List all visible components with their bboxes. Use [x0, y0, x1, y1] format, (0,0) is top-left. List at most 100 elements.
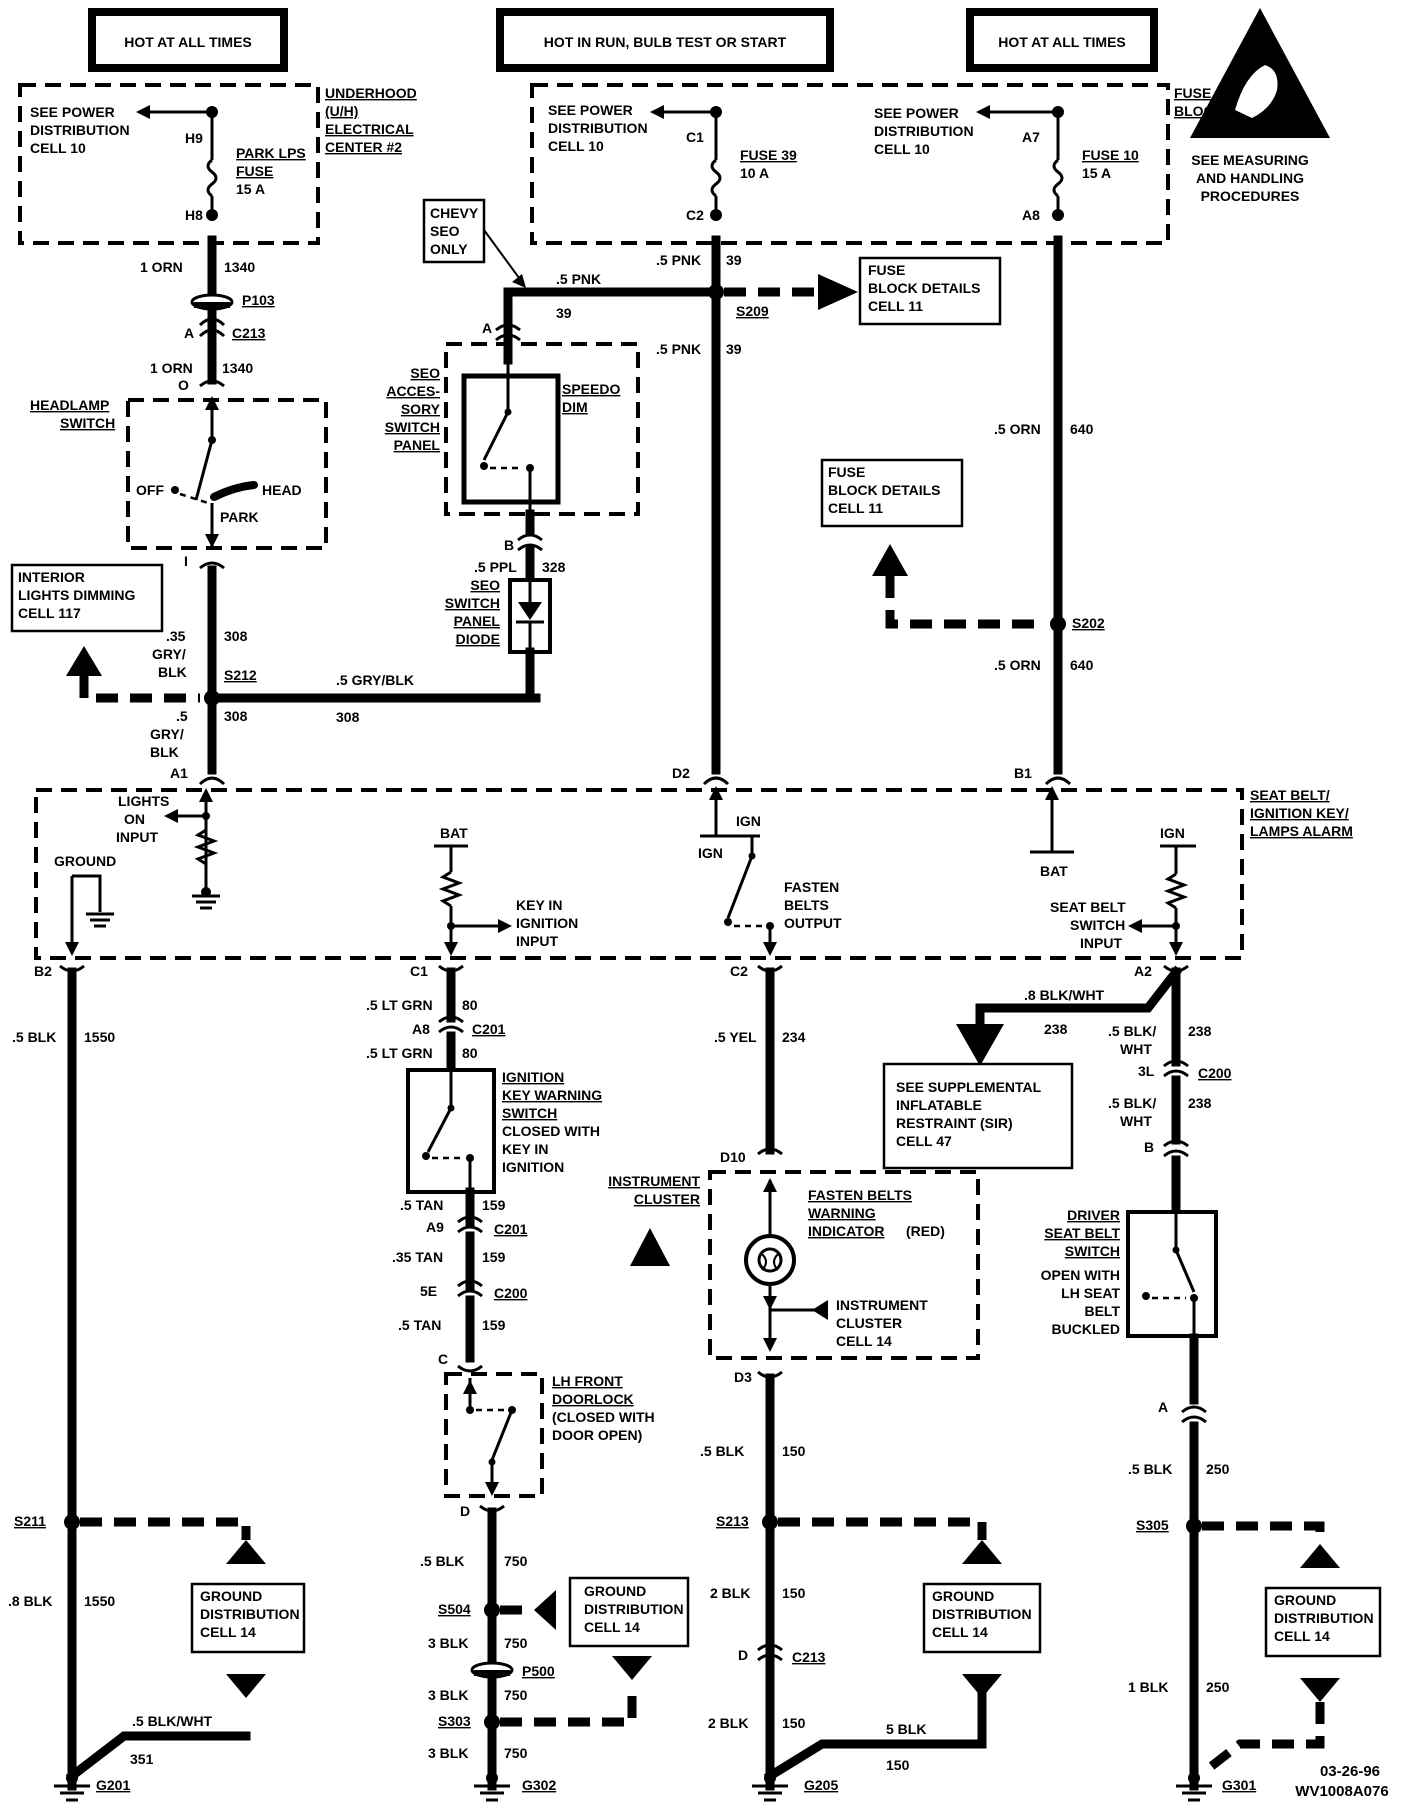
uh-label-4: CENTER #2 [325, 139, 402, 155]
park-lps-fuse-label-3: 15 A [236, 181, 265, 197]
fuse-10-rating: 15 A [1082, 165, 1111, 181]
uh-label-3: ELECTRICAL [325, 121, 414, 137]
warn-label-1: FASTEN BELTS [808, 1187, 912, 1203]
wire-1340-color-a: 1 ORN [140, 259, 183, 275]
header-hot-in-run [496, 8, 834, 72]
wire-150-color-b: 2 BLK [710, 1585, 750, 1601]
ic14-line-3: CELL 14 [836, 1333, 892, 1349]
wire-150-color-c: 2 BLK [708, 1715, 748, 1731]
fasten-out-label-2: BELTS [784, 897, 829, 913]
interior-dimming-2: LIGHTS DIMMING [18, 587, 136, 603]
seo-panel-label-1: SEO [410, 365, 440, 381]
g205-label: G205 [804, 1777, 838, 1793]
seatbelt-in-label-3: INPUT [1080, 935, 1122, 951]
f39-see-3: CELL 10 [548, 138, 604, 154]
headlamp-off-label: OFF [136, 482, 164, 498]
ground-icon [752, 1784, 788, 1802]
esd-note-line-3: PROCEDURES [1201, 188, 1300, 204]
right-arrow-icon [818, 274, 858, 310]
ground-distribution-box-1 [190, 1582, 306, 1654]
uh-pin-h9: H9 [185, 130, 203, 146]
fasten-out-label-3: OUTPUT [784, 915, 842, 931]
wire-308-color-c1: GRY/ [150, 726, 184, 742]
gnd3-line-1: GROUND [932, 1588, 994, 1604]
wire-750-color-c: 3 BLK [428, 1687, 468, 1703]
s504-label: S504 [438, 1601, 471, 1617]
ign-note-1: CLOSED WITH [502, 1123, 600, 1139]
fb-details-1-line-2: BLOCK DETAILS [868, 280, 981, 296]
headlamp-label-1: HEADLAMP [30, 397, 109, 413]
lh-front-doorlock-box [444, 1372, 544, 1498]
resistor-icon [1163, 872, 1189, 910]
pin-c: C [438, 1351, 448, 1367]
pin-a9: A9 [426, 1219, 444, 1235]
f39-see-2: DISTRIBUTION [548, 120, 648, 136]
headlamp-park-label: PARK [220, 509, 259, 525]
driver-seat-belt-switch [1126, 1210, 1218, 1338]
wire-80-num-b: 80 [462, 1045, 478, 1061]
fuse-block-box [530, 83, 1170, 245]
wire-308-num-b: 308 [336, 709, 360, 725]
wire-328-num: 328 [542, 559, 566, 575]
s211-label: S211 [14, 1513, 46, 1529]
ground-icon [192, 894, 220, 910]
fuse-block-label-1: FUSE [1174, 85, 1211, 101]
wire-150-num-b: 150 [782, 1585, 806, 1601]
fb-pin-c1: C1 [686, 129, 704, 145]
fb-pin-a8: A8 [1022, 207, 1040, 223]
pin-b-driver: B [1144, 1139, 1154, 1155]
c200-label-a: C200 [494, 1285, 528, 1301]
wire-1340-num-a: 1340 [224, 259, 255, 275]
wire-250-num-a: 250 [1206, 1461, 1230, 1477]
speedo-label-1: SPEEDO [562, 381, 620, 397]
g201-label: G201 [96, 1777, 130, 1793]
wire-159-num-c: 159 [482, 1317, 506, 1333]
ic14-line-1: INSTRUMENT [836, 1297, 928, 1313]
ground-icon [1176, 1784, 1212, 1802]
gnd4-line-2: DISTRIBUTION [1274, 1610, 1374, 1626]
p103-label: P103 [242, 292, 275, 308]
fuse-39-label: FUSE 39 [740, 147, 797, 163]
wire-238-num-b: 238 [1188, 1023, 1212, 1039]
down-arrow-icon [956, 1024, 1004, 1066]
wire-308-color-c2: BLK [150, 744, 179, 760]
down-arrow-icon [962, 1674, 1002, 1698]
driver-note-1: OPEN WITH [1041, 1267, 1120, 1283]
pin-d10: D10 [720, 1149, 746, 1165]
driver-note-2: LH SEAT [1061, 1285, 1120, 1301]
wire-308-num-c: 308 [224, 708, 248, 724]
underhood-electrical-center-box [18, 83, 320, 245]
up-arrow-icon [872, 544, 908, 576]
wire-159-color-c: .5 TAN [398, 1317, 441, 1333]
bat-label-1: BAT [440, 825, 468, 841]
wire-150-num-c: 150 [782, 1715, 806, 1731]
module-pin-b2: B2 [34, 963, 52, 979]
wire-351-color: .5 BLK/WHT [132, 1713, 213, 1729]
ign-switch-label-2: KEY WARNING [502, 1087, 602, 1103]
module-label-2: IGNITION KEY/ [1250, 805, 1349, 821]
wire-150-color-a: .5 BLK [700, 1443, 744, 1459]
fuse-39-rating: 10 A [740, 165, 769, 181]
wire-308-num-a: 308 [224, 628, 248, 644]
sir-line-2: INFLATABLE [896, 1097, 982, 1113]
c201-label-b: C201 [494, 1221, 528, 1237]
wire-238-color-b2: WHT [1120, 1041, 1152, 1057]
instrument-cluster-label-1: INSTRUMENT [608, 1173, 700, 1189]
s212-label: S212 [224, 667, 257, 683]
pin-a-driver: A [1158, 1399, 1168, 1415]
gnd4-line-3: CELL 14 [1274, 1628, 1330, 1644]
wire-39-num-d: 39 [726, 341, 742, 357]
wire-750-color-d: 3 BLK [428, 1745, 468, 1761]
wire-80-num-a: 80 [462, 997, 478, 1013]
pin-o: O [178, 377, 189, 393]
c213-pin-a: A [184, 325, 194, 341]
f39-see-1: SEE POWER [548, 102, 633, 118]
driver-label-2: SEAT BELT [1044, 1225, 1120, 1241]
gnd3-line-2: DISTRIBUTION [932, 1606, 1032, 1622]
chevy-seo-only-box [422, 198, 486, 264]
uh-see-3: CELL 10 [30, 140, 86, 156]
seat-belt-alarm-module-box [34, 788, 1244, 960]
ign-switch-label-3: SWITCH [502, 1105, 557, 1121]
headlamp-switch-box [126, 398, 328, 550]
ign-label-2: IGN [698, 845, 723, 861]
